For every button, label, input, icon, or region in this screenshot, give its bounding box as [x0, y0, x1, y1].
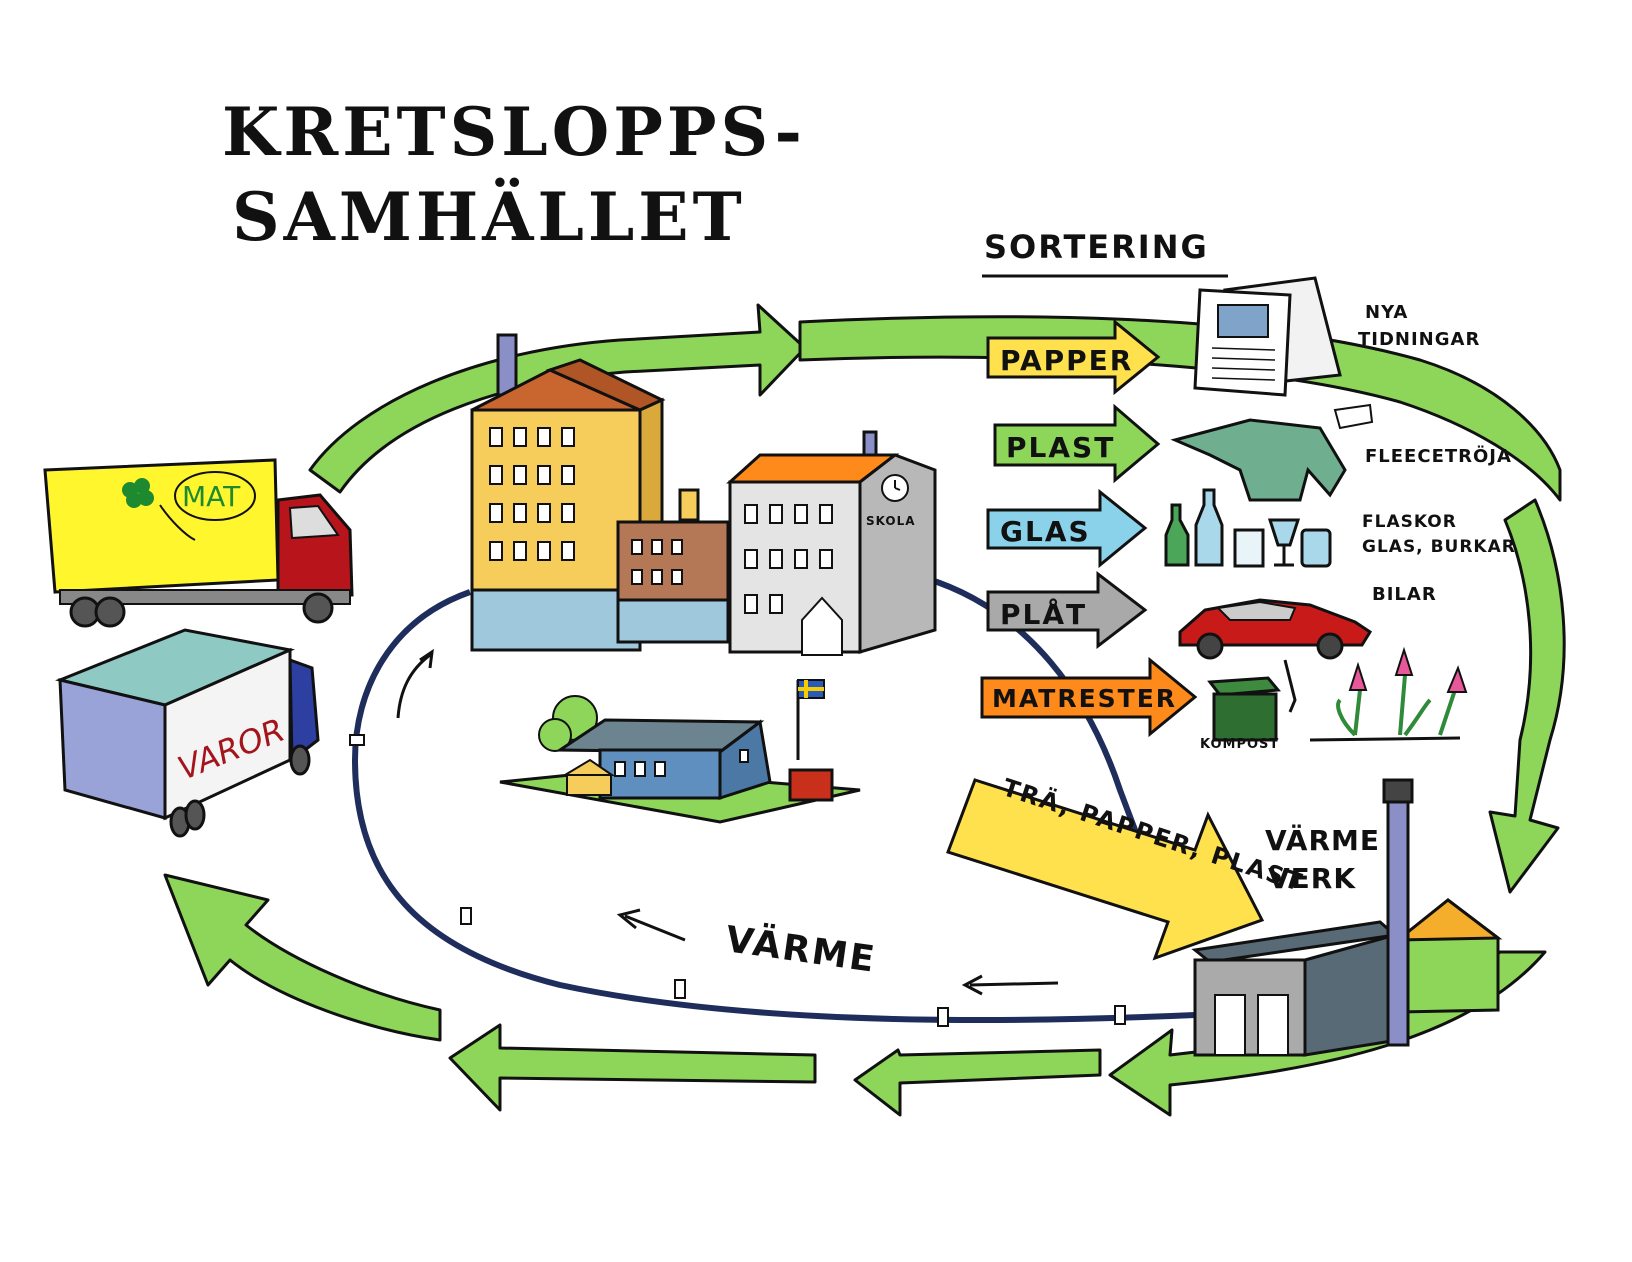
cycle-arrow-left	[163, 873, 442, 1042]
sort-arrow-plast: PLAST	[993, 403, 1161, 484]
result-nya: NYA	[1365, 302, 1408, 323]
goods-truck: VAROR	[55, 628, 320, 838]
result-kompost: KOMPOST	[1200, 737, 1279, 752]
matrester-arrow-label: MATRESTER	[992, 684, 1177, 713]
food-truck-wheels	[69, 592, 334, 628]
building-chimney	[496, 333, 518, 397]
gazebo	[566, 774, 612, 796]
plant-chimney	[1386, 798, 1410, 1047]
burnable-waste-arrow: TRÄ, PAPPER, PLAST	[946, 772, 1307, 961]
brown-building-ground	[616, 598, 730, 644]
house-with-garden	[499, 679, 861, 824]
sort-arrow-plat: PLÅT	[986, 570, 1148, 650]
mat-logo-ring	[174, 471, 256, 521]
sorting-heading: SORTERING	[984, 228, 1209, 266]
goods-truck-cab	[288, 657, 320, 764]
tulips-icon	[1309, 646, 1468, 742]
burnable-arrow-shape	[946, 778, 1265, 961]
plant-door-2	[1257, 994, 1289, 1056]
sort-arrow-matrester: MATRESTER	[980, 656, 1198, 738]
plat-arrow	[986, 570, 1148, 650]
heat-label: VÄRME	[723, 918, 879, 981]
clock-hands	[894, 480, 901, 491]
goods-truck-back	[58, 678, 167, 820]
result-bilar: BILAR	[1372, 584, 1437, 605]
bottles-and-jars-icon	[1164, 488, 1332, 568]
flow-arrow-up	[396, 653, 431, 719]
mat-logo-swoosh	[159, 504, 196, 541]
title: KRETSLOPPS- SAMHÄLLET	[222, 93, 806, 256]
fleece-sweater-icon	[1170, 403, 1374, 502]
sort-arrow-glas: GLAS	[986, 488, 1148, 569]
flow-arrow-left-1	[624, 914, 686, 942]
flow-arrow-left-2	[969, 981, 1059, 987]
pipe-joint	[1114, 1005, 1126, 1025]
car-icon	[1178, 598, 1373, 660]
result-flaskor: FLASKOR	[1362, 512, 1457, 532]
clover-icon	[122, 478, 154, 508]
house-windows	[614, 749, 749, 777]
brown-building-chimney	[678, 488, 700, 522]
apartment-windows	[489, 427, 575, 561]
newspapers-icon	[1193, 276, 1342, 397]
pipe-joints	[349, 734, 1126, 1027]
shed	[788, 768, 834, 802]
matrester-arrow	[980, 656, 1198, 738]
result-tidningar: TIDNINGAR	[1358, 329, 1480, 350]
goods-truck-wheels	[169, 744, 311, 838]
cycle-arrow-bottom-left	[448, 1023, 817, 1112]
cycle-arrow-top-left	[308, 303, 807, 494]
title-line-2: SAMHÄLLET	[232, 178, 746, 256]
school-label: SKOLA	[866, 514, 916, 528]
glas-arrow	[986, 488, 1148, 569]
plast-arrow-label: PLAST	[1006, 431, 1115, 464]
compost-bin-icon	[1207, 659, 1297, 742]
glas-arrow-label: GLAS	[1000, 515, 1091, 548]
plast-arrow	[993, 403, 1161, 484]
school-entrance	[801, 596, 843, 656]
food-truck: MAT	[43, 458, 354, 628]
plant-chimney-top	[1382, 778, 1414, 804]
plant-side	[1303, 933, 1400, 1057]
school-side	[858, 453, 937, 655]
result-fleecetroja: FLEECETRÖJA	[1365, 445, 1512, 467]
heatplant-label-2: VERK	[1268, 862, 1356, 895]
pipe-joint	[349, 734, 365, 746]
brown-building-windows	[631, 539, 683, 585]
food-truck-window	[288, 504, 340, 540]
plat-arrow-label: PLÅT	[1000, 597, 1087, 631]
cycle-arrow-right	[1488, 498, 1566, 894]
sort-arrow-papper: PAPPER	[986, 318, 1161, 396]
flow-arrow-left-2-head	[961, 974, 983, 996]
papper-arrow	[986, 318, 1161, 396]
city-buildings: SKOLA	[470, 333, 937, 656]
sorting-section: SORTERING PAPPER PLAST GLAS PLÅT MATREST…	[980, 228, 1516, 752]
heatplant-label-1: VÄRME	[1265, 823, 1380, 857]
apartment-ground-floor	[470, 588, 642, 652]
pipe-joint	[674, 979, 686, 999]
flag-cross	[798, 680, 824, 698]
flow-arrow-left-1-head	[616, 908, 641, 930]
title-line-1: KRETSLOPPS-	[222, 93, 806, 171]
heating-plant: VÄRME VERK	[1191, 778, 1503, 1057]
pipe-joint	[460, 907, 472, 925]
plant-door-1	[1214, 994, 1246, 1056]
food-truck-chassis	[59, 589, 351, 605]
papper-arrow-label: PAPPER	[1000, 344, 1133, 377]
tree	[538, 718, 572, 752]
fuel-pile	[1393, 898, 1503, 942]
mat-label: MAT	[182, 480, 241, 513]
school-windows	[744, 504, 833, 614]
result-glas-burkar: GLAS, BURKAR	[1362, 537, 1516, 557]
flow-arrow-up-head	[419, 648, 434, 669]
flow-arrows	[396, 648, 1059, 996]
cycle-arrow-bottom-middle	[853, 1048, 1102, 1117]
pipe-joint	[937, 1007, 949, 1027]
